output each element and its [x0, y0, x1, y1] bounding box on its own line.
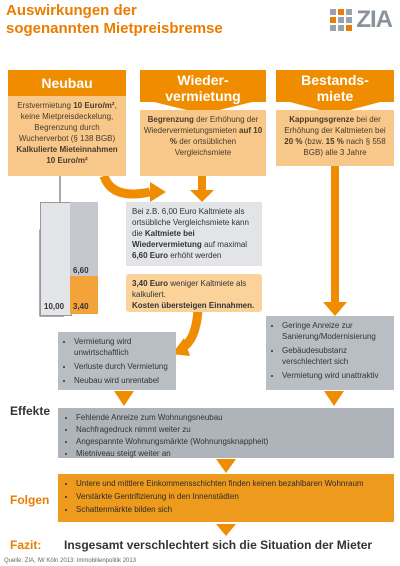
consequences-left: Vermietung wird unwirtschaftlich Verlust… [58, 332, 176, 390]
consequences-right: Geringe Anreize zur Sanierung/Modernisie… [266, 316, 394, 390]
effekte-box: Fehlende Anreize zum Wohnungsneubau Nach… [58, 408, 394, 458]
header-arrow-wiedervermietung [140, 70, 266, 114]
arrow-wieder-head [190, 190, 214, 202]
arrow-folgen-down [216, 524, 236, 536]
fazit-text: Insgesamt verschlechtert sich die Situat… [64, 538, 373, 552]
bar-label-full: 10,00 [44, 302, 65, 311]
fazit-label: Fazit: [10, 538, 42, 552]
bar-label-capped: 6,60 [73, 266, 89, 275]
neubau-description: Erstvermietung 10 Euro/m², keine Mietpre… [8, 96, 126, 176]
arrow-right-down [324, 391, 344, 406]
list-item: Neubau wird unrentabel [74, 375, 174, 386]
list-item: Mietniveau steigt weiter an [76, 448, 390, 459]
bar-full-rent [40, 202, 72, 316]
arrow-bestand-shaft [331, 166, 339, 302]
column-label-neubau: Neubau [41, 75, 93, 91]
list-item: Geringe Anreize zur Sanierung/Modernisie… [282, 320, 392, 342]
curve-arrow-neubau-head [150, 182, 166, 202]
zia-logo: ZIA [330, 6, 393, 34]
list-item: Verstärkte Gentrifizierung in den Innens… [76, 491, 390, 502]
wiedervermietung-description: Begrenzung der Erhöhung der Wiedervermie… [140, 110, 266, 176]
column-label-wiedervermietung: Wieder- vermietung [165, 72, 241, 104]
curve-arrow-neubau [99, 174, 151, 199]
shortfall-box: 3,40 Euro weniger Kaltmiete als kalkulie… [126, 274, 262, 312]
source-note: Quelle: ZIA, IW Köln 2013: Immobilienpol… [4, 558, 137, 564]
folgen-label: Folgen [10, 493, 50, 507]
list-item: Vermietung wird unattraktiv [282, 370, 392, 381]
page-title: Auswirkungen der sogenannten Mietpreisbr… [6, 2, 223, 37]
header-arrow-bestandsmiete [276, 70, 394, 114]
list-item: Verluste durch Vermietung [74, 361, 174, 372]
logo-grid-icon [330, 9, 353, 31]
list-item: Angespannte Wohnungsmärkte (Wohnungsknap… [76, 436, 390, 447]
folgen-box: Untere und mittlere Einkommensschichten … [58, 474, 394, 522]
list-item: Nachfragedruck nimmt weiter zu [76, 424, 390, 435]
list-item: Gebäudesubstanz verschlechtert sich [282, 345, 392, 367]
arrow-wieder-shaft [198, 176, 206, 190]
column-label-bestandsmiete: Bestands- miete [301, 72, 369, 104]
list-item: Untere und mittlere Einkommensschichten … [76, 478, 390, 489]
curve-arrow-shortfall-head [172, 338, 190, 356]
logo-text: ZIA [356, 6, 393, 33]
list-item: Vermietung wird unwirtschaftlich [74, 336, 174, 358]
arrow-bestand-head [323, 302, 347, 316]
arrow-left-down [114, 391, 134, 406]
bar-shortfall [70, 276, 98, 314]
bestandsmiete-description: Kappungsgrenze bei der Erhöhung der Kalt… [276, 110, 394, 166]
arrow-effekte-down [216, 459, 236, 473]
list-item: Schattenmärkte bilden sich [76, 504, 390, 515]
list-item: Fehlende Anreize zum Wohnungsneubau [76, 412, 390, 423]
effekte-label: Effekte [10, 404, 51, 418]
bar-label-shortfall: 3,40 [73, 302, 89, 311]
bar-capped-rent [70, 202, 98, 276]
example-box: Bei z.B. 6,00 Euro Kaltmiete als ortsübl… [126, 202, 262, 266]
